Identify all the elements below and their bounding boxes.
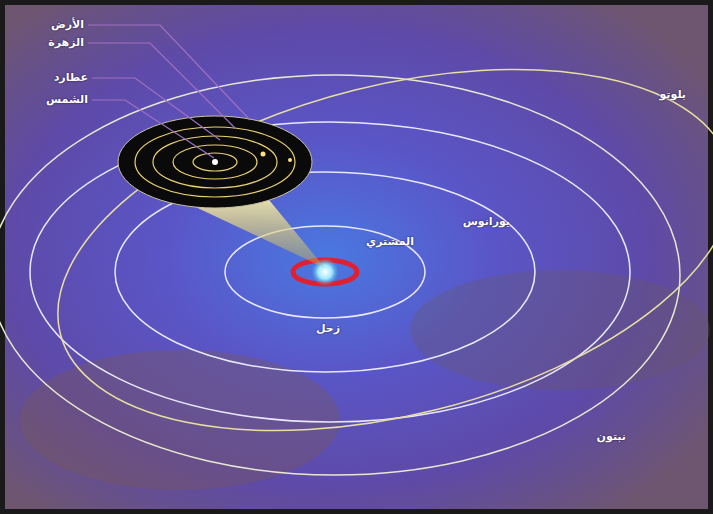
planet-dot <box>261 152 266 157</box>
inner-planets-inset <box>118 116 312 208</box>
orbits <box>0 6 713 493</box>
space-ground <box>5 5 708 509</box>
planet-label: الزهرة <box>48 36 84 49</box>
planet-dot <box>288 158 292 162</box>
planet-label: الشمس <box>46 93 88 106</box>
neptune-orbit <box>0 75 680 475</box>
planet-label: يورانوس <box>463 215 510 228</box>
planet-label: الأرض <box>51 18 84 31</box>
leader-lines <box>88 25 250 158</box>
planet-label: نبتون <box>597 430 626 443</box>
pluto-orbit <box>20 6 713 493</box>
planet-label: زحل <box>316 322 340 335</box>
haze <box>410 270 710 390</box>
inset-sun <box>212 159 218 165</box>
planet-label: عطارد <box>54 71 88 84</box>
inset-orbits <box>135 127 295 197</box>
planet-label: المشتري <box>366 235 414 248</box>
jupiter-orbit <box>225 226 425 318</box>
planet-label: بلوتو <box>659 88 686 101</box>
